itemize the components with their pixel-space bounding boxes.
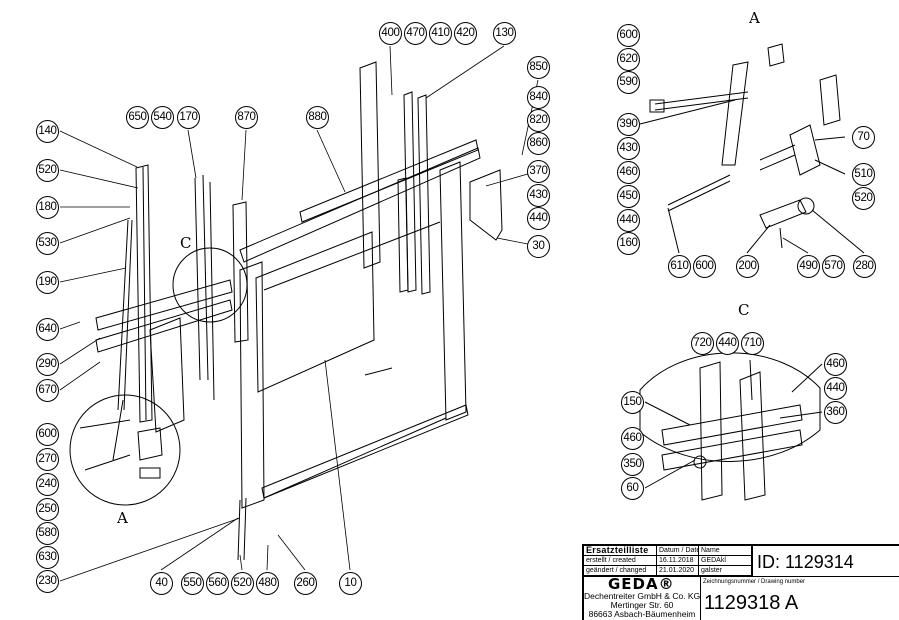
callout-detail-a: 390 <box>617 113 640 136</box>
callout-detail-c: 720 <box>691 332 714 355</box>
callout-main-view: 270 <box>36 448 59 471</box>
callout-detail-a: 610 <box>668 255 691 278</box>
callout-main-view: 30 <box>527 235 550 258</box>
callout-main-view: 470 <box>404 22 427 45</box>
callout-detail-a: 490 <box>797 255 820 278</box>
detail-circle-a <box>69 394 181 506</box>
callout-main-view: 480 <box>256 572 279 595</box>
changed-name: galster <box>699 566 752 576</box>
callout-detail-a: 280 <box>853 255 876 278</box>
callout-main-view: 840 <box>527 86 550 109</box>
title-block-divider <box>584 576 899 577</box>
callout-main-view: 10 <box>339 572 362 595</box>
callout-main-view: 880 <box>306 106 329 129</box>
leader-lines <box>59 45 539 582</box>
callout-main-view: 170 <box>177 106 200 129</box>
drawing-number-label: Zeichnungsnummer / Drawing number <box>703 579 806 585</box>
callout-main-view: 860 <box>527 132 550 155</box>
callout-main-view: 140 <box>36 120 59 143</box>
callout-main-view: 530 <box>36 232 59 255</box>
callout-main-view: 230 <box>36 570 59 593</box>
callout-detail-a: 620 <box>617 48 640 71</box>
callout-main-view: 520 <box>231 572 254 595</box>
main-assembly <box>95 61 503 561</box>
callout-detail-c: 710 <box>741 332 764 355</box>
detail-marker-c: C <box>180 234 192 252</box>
callout-detail-a: 520 <box>852 187 875 210</box>
detail-a-drawing <box>639 43 865 254</box>
callout-main-view: 850 <box>527 56 550 79</box>
callout-detail-c: 440 <box>716 332 739 355</box>
callout-detail-a: 510 <box>852 163 875 186</box>
callout-detail-a: 570 <box>822 255 845 278</box>
callout-detail-c: 60 <box>621 477 644 500</box>
detail-circle-c <box>172 247 248 323</box>
callout-detail-a: 200 <box>736 255 759 278</box>
date-header: Datum / Date <box>657 546 699 556</box>
callout-main-view: 180 <box>36 196 59 219</box>
callout-main-view: 650 <box>126 106 149 129</box>
callout-detail-a: 600 <box>617 24 640 47</box>
detail-c-title: C <box>738 301 750 319</box>
callout-main-view: 260 <box>294 572 317 595</box>
callout-main-view: 250 <box>36 498 59 521</box>
callout-main-view: 640 <box>36 318 59 341</box>
parts-list-heading: Ersatzteilliste <box>584 546 657 556</box>
detail-a-title: A <box>749 9 760 27</box>
callout-main-view: 550 <box>181 572 204 595</box>
callout-main-view: 410 <box>429 22 452 45</box>
callout-detail-a: 430 <box>617 137 640 160</box>
callout-detail-a: 160 <box>617 232 640 255</box>
callout-main-view: 190 <box>36 271 59 294</box>
callout-detail-c: 460 <box>824 353 847 376</box>
callout-main-view: 400 <box>379 22 402 45</box>
created-label: erstellt / created <box>584 556 657 566</box>
callout-main-view: 670 <box>36 379 59 402</box>
callout-detail-a: 70 <box>852 126 875 149</box>
detail-a-parts <box>79 399 163 479</box>
callout-main-view: 870 <box>235 106 258 129</box>
callout-main-view: 630 <box>36 546 59 569</box>
callout-main-view: 290 <box>36 353 59 376</box>
callout-main-view: 560 <box>206 572 229 595</box>
company-name: Dechentreiter GmbH & Co. KG <box>584 591 701 601</box>
callout-main-view: 430 <box>527 184 550 207</box>
created-name: GEDAkl <box>699 556 752 566</box>
callout-main-view: 440 <box>527 207 550 230</box>
title-block: Ersatzteilliste Datum / Date Name erstel… <box>582 544 899 620</box>
callout-detail-a: 460 <box>617 161 640 184</box>
created-date: 16.11.2018 <box>657 556 699 566</box>
callout-main-view: 540 <box>151 106 174 129</box>
callout-main-view: 600 <box>36 423 59 446</box>
title-block-divider <box>700 576 701 620</box>
callout-detail-a: 600 <box>693 255 716 278</box>
callout-main-view: 40 <box>150 572 173 595</box>
callout-detail-c: 440 <box>824 377 847 400</box>
callout-main-view: 370 <box>527 160 550 183</box>
callout-main-view: 130 <box>493 22 516 45</box>
changed-date: 21.01.2020 <box>657 566 699 576</box>
callout-detail-a: 590 <box>617 71 640 94</box>
title-block-divider <box>752 546 753 576</box>
callout-detail-c: 150 <box>621 391 644 414</box>
callout-detail-c: 460 <box>621 427 644 450</box>
callout-main-view: 520 <box>36 159 59 182</box>
callout-detail-a: 440 <box>617 209 640 232</box>
callout-main-view: 240 <box>36 473 59 496</box>
name-header: Name <box>699 546 752 556</box>
callout-main-view: 820 <box>527 109 550 132</box>
detail-c-drawing <box>639 352 823 501</box>
changed-label: geändert / changed <box>584 566 657 576</box>
drawing-number: 1129318 A <box>704 592 799 614</box>
geda-logo: GEDA® <box>608 575 675 593</box>
company-city: 86663 Asbach-Bäumenheim <box>588 609 696 619</box>
callout-main-view: 420 <box>454 22 477 45</box>
callout-detail-c: 360 <box>824 401 847 424</box>
part-id: ID: 1129314 <box>757 552 854 572</box>
callout-detail-c: 350 <box>621 453 644 476</box>
callout-detail-a: 450 <box>617 185 640 208</box>
detail-marker-a: A <box>117 509 128 527</box>
callout-main-view: 580 <box>36 522 59 545</box>
company-street: Mertinger Str. 60 <box>610 600 674 610</box>
